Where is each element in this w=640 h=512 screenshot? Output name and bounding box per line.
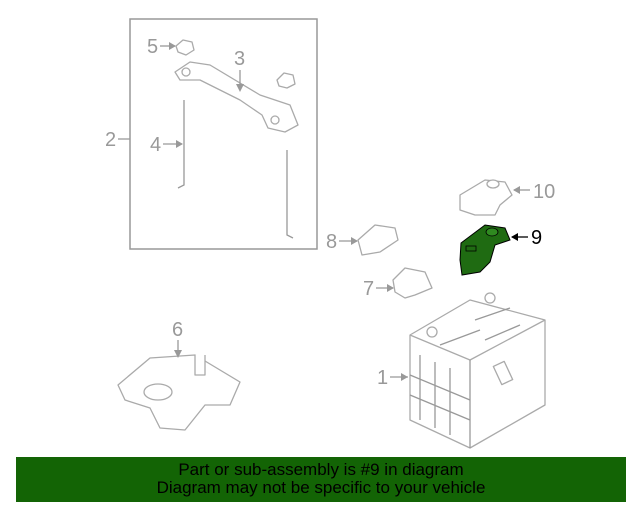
- svg-text:2: 2: [105, 129, 116, 151]
- callout-3: 3: [234, 48, 245, 92]
- svg-text:7: 7: [363, 278, 374, 300]
- svg-text:5: 5: [147, 36, 158, 58]
- part-6-tray[interactable]: [117, 354, 241, 431]
- svg-text:10: 10: [533, 181, 555, 203]
- callout-10: 10: [513, 181, 555, 203]
- part-7-terminal[interactable]: [392, 267, 433, 299]
- part-5-nut[interactable]: [175, 39, 195, 56]
- svg-text:8: 8: [326, 231, 337, 253]
- callout-2: 2: [105, 129, 130, 151]
- callout-1: 1: [377, 367, 408, 389]
- rod: [286, 150, 294, 239]
- part-1-battery[interactable]: [409, 292, 546, 449]
- info-banner: Part or sub-assembly is #9 in diagram Di…: [16, 457, 626, 502]
- callout-8: 8: [326, 231, 358, 253]
- callout-4: 4: [150, 134, 183, 156]
- part-8-terminal[interactable]: [357, 224, 399, 256]
- part-9-sensor-highlighted[interactable]: [459, 224, 511, 276]
- banner-line-2: Diagram may not be specific to your vehi…: [156, 478, 486, 497]
- assembly-box: [129, 18, 318, 250]
- callout-6: 6: [172, 319, 183, 358]
- part-10-sensor[interactable]: [459, 179, 513, 216]
- svg-text:9: 9: [531, 227, 542, 249]
- callout-5: 5: [147, 36, 176, 58]
- svg-text:6: 6: [172, 319, 183, 341]
- callout-9: 9: [511, 227, 542, 249]
- part-4-rod[interactable]: [177, 100, 185, 189]
- svg-text:1: 1: [377, 367, 388, 389]
- svg-text:3: 3: [234, 48, 245, 70]
- banner-line-1: Part or sub-assembly is #9 in diagram: [178, 460, 464, 479]
- part-3-bracket[interactable]: [174, 61, 299, 133]
- callout-7: 7: [363, 278, 394, 300]
- nut: [276, 72, 296, 89]
- svg-text:4: 4: [150, 134, 161, 156]
